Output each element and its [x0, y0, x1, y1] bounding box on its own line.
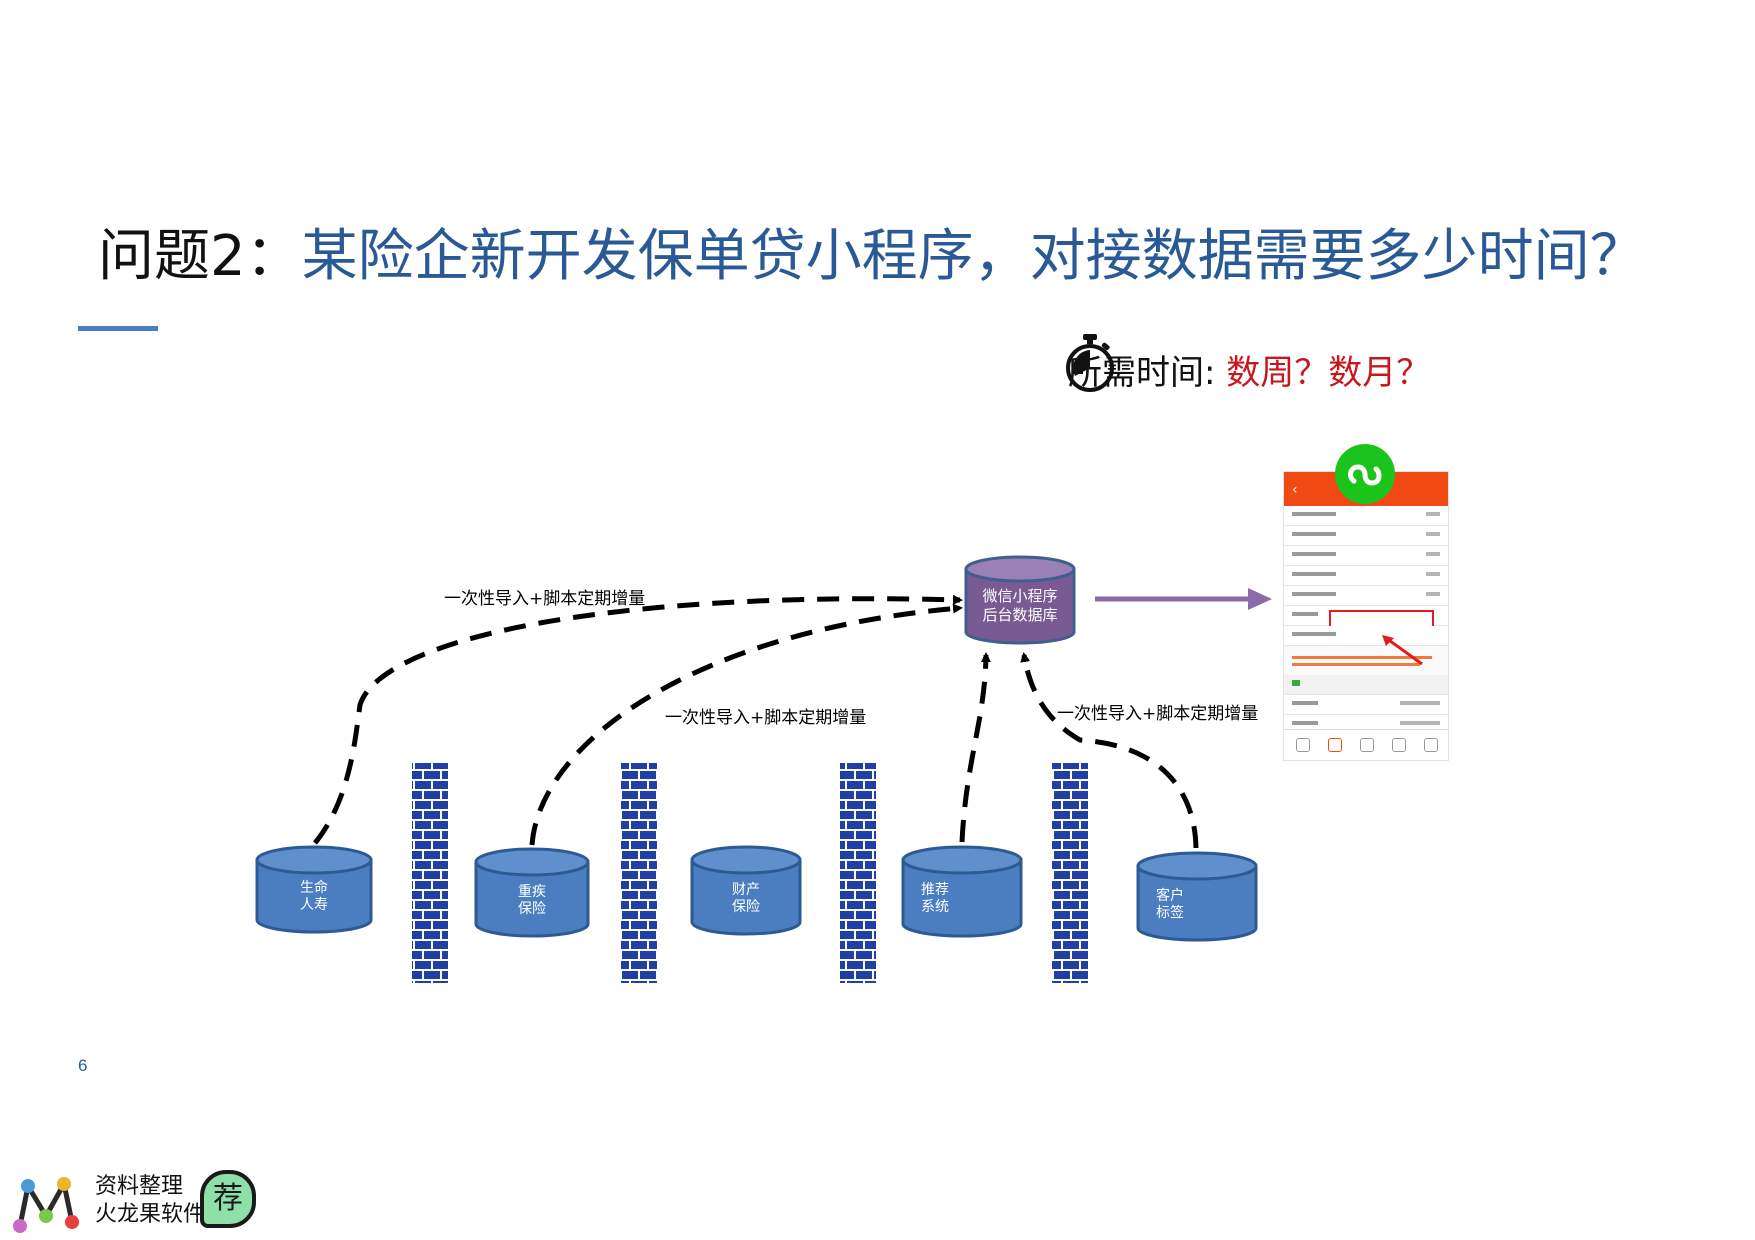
source-database-label-line2: 保险 [518, 901, 546, 917]
title-prefix: 问题2： [98, 224, 302, 289]
source-database-critical-illness: 重疾 保险 [474, 847, 590, 938]
connection-customer-tags [1020, 652, 1199, 849]
activity-icon [1360, 738, 1374, 752]
page-title: 问题2：某险企新开发保单贷小程序，对接数据需要多少时间？ [98, 222, 1646, 292]
list-item [1284, 675, 1448, 695]
list-item [1284, 566, 1448, 586]
connection-life-insurance [313, 594, 963, 845]
back-arrow-icon: ‹ [1292, 482, 1298, 498]
wealth-icon [1392, 738, 1406, 752]
source-database-customer-tags: 客户 标签 [1136, 851, 1258, 942]
watermark-logo: 资料整理 火龙果软件 荐 [10, 1170, 260, 1240]
firewall-2 [621, 763, 657, 983]
time-required-value: 数周？数月？ [1226, 353, 1431, 393]
recommend-badge-text: 荐 [213, 1181, 243, 1216]
firewall-4 [1052, 763, 1088, 983]
source-database-label-line2: 标签 [1156, 904, 1184, 921]
source-database-label-line2: 系统 [921, 899, 949, 915]
firewall-3 [840, 763, 876, 983]
connection-critical-illness [529, 603, 963, 846]
logo-mark-icon [13, 1177, 79, 1233]
target-database-line1: 微信小程序 [982, 587, 1057, 605]
list-item [1284, 506, 1448, 526]
watermark-line2: 火龙果软件 [95, 1202, 206, 1227]
page-number: 6 [78, 1056, 88, 1075]
phone-tab-bar [1284, 729, 1448, 760]
source-database-property-insurance: 财产 保险 [690, 845, 802, 936]
mini-program-screenshot: ‹ [1283, 471, 1449, 761]
profile-icon [1424, 738, 1438, 752]
list-item [1284, 626, 1448, 646]
firewall-1 [412, 763, 448, 983]
stopwatch-icon [1066, 334, 1114, 392]
phone-note [1292, 663, 1420, 666]
source-database-label-line2: 人寿 [300, 896, 328, 913]
source-database-recommendation-system: 推荐 系统 [901, 845, 1023, 938]
time-required-label: 所需时间: [1068, 353, 1227, 393]
target-database: 微信小程序 后台数据库 [964, 555, 1076, 645]
list-item [1284, 586, 1448, 606]
list-item [1284, 695, 1448, 715]
home-icon [1296, 738, 1310, 752]
source-database-label-line1: 财产 [732, 882, 760, 898]
source-database-life-insurance: 生命 人寿 [255, 845, 373, 934]
source-database-label-line1: 推荐 [921, 882, 949, 898]
policy-icon [1328, 738, 1342, 752]
source-database-label-line2: 保险 [732, 899, 760, 915]
edge-label-2: 一次性导入+脚本定期增量 [665, 708, 866, 728]
edge-label-3: 一次性导入+脚本定期增量 [1057, 704, 1258, 724]
connection-recommendation [959, 652, 991, 843]
time-required: 所需时间: 数周？数月？ [1068, 350, 1430, 396]
title-underline [78, 326, 158, 331]
red-pointer-arrow-icon [1382, 635, 1423, 666]
output-arrow-head [1248, 588, 1272, 610]
source-database-label-line1: 生命 [300, 879, 328, 896]
edge-label-1: 一次性导入+脚本定期增量 [444, 589, 645, 609]
source-database-label-line1: 重疾 [518, 884, 546, 900]
watermark-line1: 资料整理 [95, 1174, 184, 1199]
title-question: 某险企新开发保单贷小程序，对接数据需要多少时间？ [301, 224, 1646, 289]
recommend-badge: 荐 [200, 1170, 256, 1228]
source-database-label-line1: 客户 [1156, 887, 1184, 904]
phone-note [1292, 656, 1432, 659]
wechat-mini-program-icon [1335, 444, 1395, 504]
list-item [1284, 546, 1448, 566]
target-database-line2: 后台数据库 [982, 606, 1057, 624]
list-item [1284, 526, 1448, 546]
